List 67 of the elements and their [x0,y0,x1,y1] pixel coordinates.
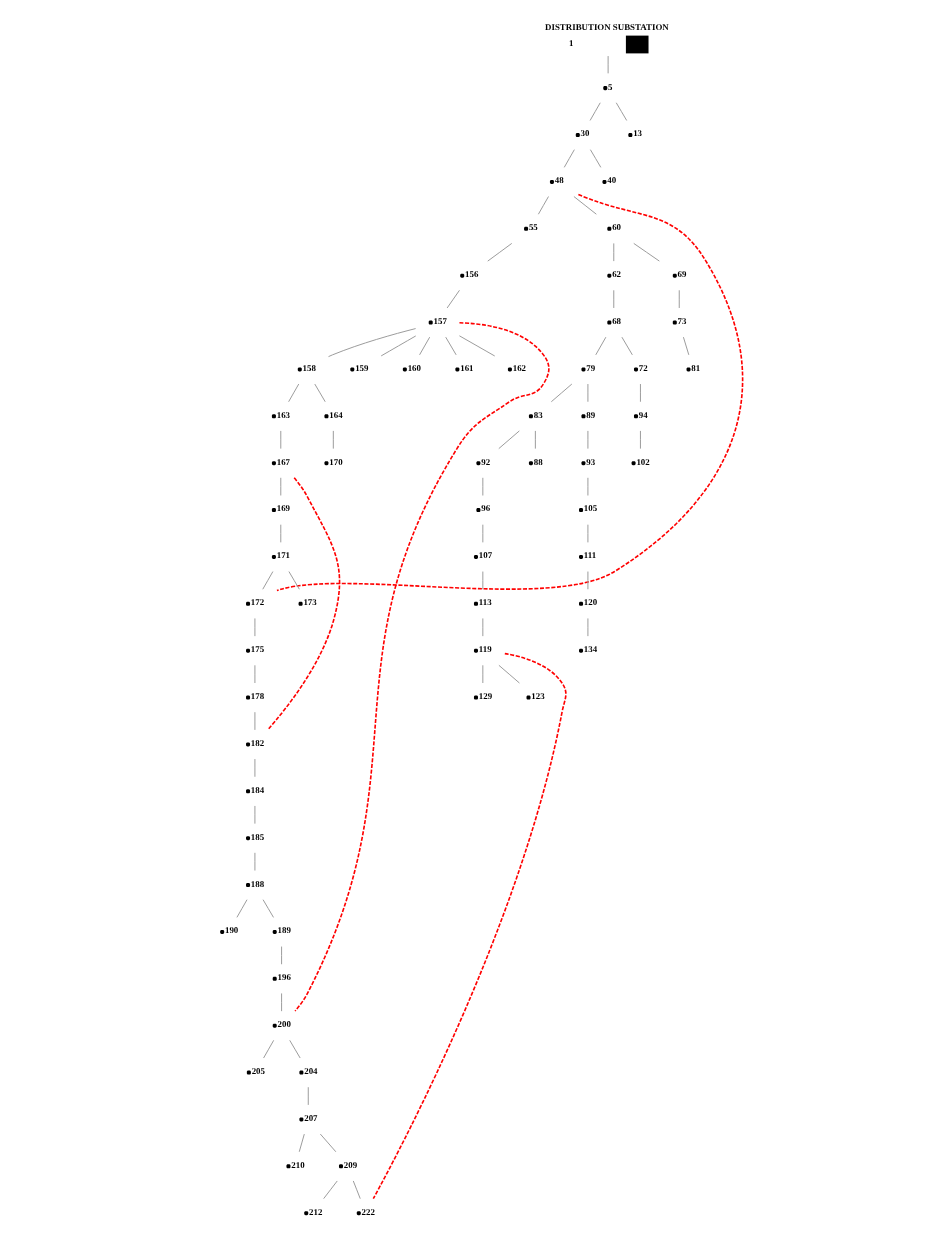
connector [497,664,519,684]
connector [280,992,282,1012]
connector [481,571,483,590]
connector [481,617,483,637]
node-box [624,35,648,54]
connector [379,335,416,357]
connector [586,383,588,403]
connector [253,852,255,871]
connector [287,571,299,590]
connector [262,1039,274,1059]
connector [497,430,519,450]
connector [612,289,614,309]
connector [280,946,282,965]
connector [235,899,247,918]
connector [586,617,588,637]
connector [318,1133,336,1153]
connector [586,524,588,543]
connector [481,664,483,684]
connector [481,524,483,543]
connector [533,430,535,450]
connector [288,1039,300,1059]
connector [588,102,600,121]
connector [253,758,255,778]
connector [457,335,495,357]
connector [606,55,608,74]
connector [306,1086,308,1106]
connector [253,664,255,684]
connector [586,571,588,590]
connector [253,805,255,825]
connector [279,477,281,496]
connector [588,149,601,168]
connector [536,196,548,215]
connector [327,328,416,358]
connector [266,477,340,731]
connector [594,336,606,356]
connector [261,899,273,918]
connector [638,430,640,450]
connector [279,524,281,543]
connector [486,242,512,262]
connector [620,336,632,356]
connector [297,1133,304,1153]
connector [481,477,483,496]
connector [612,242,614,262]
connector [351,1180,360,1200]
connector [572,196,596,215]
connector [632,242,659,262]
connector [445,289,459,309]
connector [586,477,588,496]
connector [562,149,574,168]
connector [549,383,572,403]
connector [331,430,333,450]
connector [261,571,273,590]
connector [418,336,430,356]
connector [586,430,588,450]
connector [279,430,281,450]
connector [275,193,743,592]
connector [638,383,640,403]
connector [614,102,627,121]
connector [253,617,255,637]
connector [313,383,325,403]
connector [371,652,566,1200]
connector [444,336,456,356]
connector [322,1180,337,1200]
connector [677,289,679,309]
connector [287,383,299,403]
connector [253,711,255,731]
connector [681,336,689,356]
